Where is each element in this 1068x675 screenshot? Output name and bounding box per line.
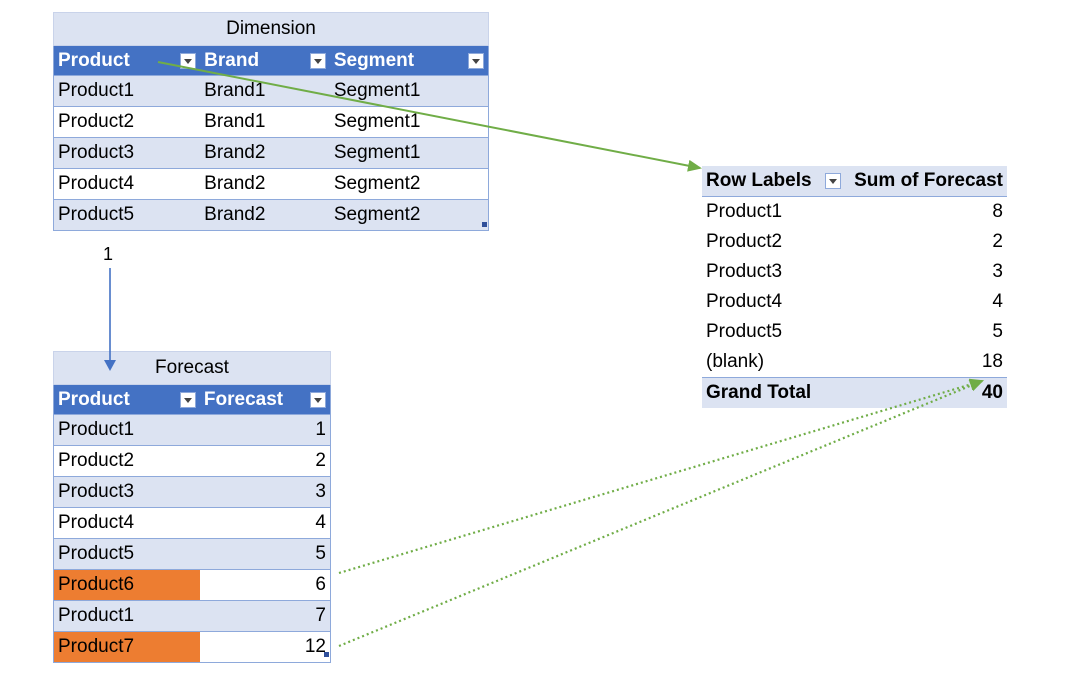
cell[interactable]: Product5 xyxy=(706,321,783,342)
pivot-table: Row Labels Sum of Forecast Product1 8 Pr… xyxy=(702,166,1007,408)
cell[interactable]: Brand2 xyxy=(200,199,330,231)
cell[interactable]: Product3 xyxy=(706,261,783,282)
dimension-header-segment[interactable]: Segment xyxy=(330,46,489,76)
table-row: Product5 5 xyxy=(53,538,331,570)
table-row: Product2 2 xyxy=(53,445,331,477)
pivot-row: Product2 2 xyxy=(702,227,1007,257)
filter-dropdown-icon[interactable] xyxy=(309,53,326,69)
cell[interactable]: 3 xyxy=(992,261,1003,282)
table-row: Product4 Brand2 Segment2 xyxy=(53,168,489,200)
pivot-header-row-labels[interactable]: Row Labels xyxy=(702,166,843,197)
dimension-header-brand[interactable]: Brand xyxy=(200,46,330,76)
table-resize-handle[interactable] xyxy=(482,222,487,227)
cell[interactable]: Segment2 xyxy=(329,199,489,231)
cell[interactable]: Product4 xyxy=(53,168,201,200)
forecast-title: Forecast xyxy=(53,351,331,385)
filter-dropdown-icon[interactable] xyxy=(310,392,326,408)
cell[interactable]: 1 xyxy=(199,414,331,446)
filter-dropdown-icon[interactable] xyxy=(825,173,841,189)
forecast-header-product[interactable]: Product xyxy=(54,385,200,415)
cell[interactable]: 4 xyxy=(992,291,1003,312)
table-row: Product4 4 xyxy=(53,507,331,539)
cell[interactable]: 8 xyxy=(992,201,1003,222)
product7-to-blank-arrow xyxy=(338,379,984,648)
cell[interactable]: 6 xyxy=(199,569,331,601)
pivot-row-blank: (blank) 18 xyxy=(702,347,1007,378)
cell-unmatched[interactable]: Product7 xyxy=(53,631,200,663)
cell[interactable]: Product3 xyxy=(53,137,201,169)
cell[interactable]: Brand1 xyxy=(200,106,330,138)
pivot-row: Product5 5 xyxy=(702,317,1007,347)
relationship-one-label: 1 xyxy=(103,244,114,264)
dimension-title: Dimension xyxy=(53,12,489,46)
forecast-header-forecast[interactable]: Forecast xyxy=(200,385,331,415)
table-resize-handle[interactable] xyxy=(324,652,329,657)
table-row: Product3 Brand2 Segment1 xyxy=(53,137,489,169)
cell[interactable]: (blank) xyxy=(706,351,765,372)
cell[interactable]: 18 xyxy=(981,351,1003,372)
table-row: Product5 Brand2 Segment2 xyxy=(53,199,489,231)
cell[interactable]: Product5 xyxy=(53,199,201,231)
table-row: Product3 3 xyxy=(53,476,331,508)
cell[interactable]: 7 xyxy=(199,600,331,632)
cell[interactable]: Brand2 xyxy=(200,168,330,200)
cell[interactable]: Brand2 xyxy=(200,137,330,169)
forecast-table: Forecast Product Forecast Product1 1 Pro… xyxy=(53,351,331,663)
cell[interactable]: 5 xyxy=(199,538,331,570)
cell[interactable]: Product5 xyxy=(53,538,200,570)
cell[interactable]: 4 xyxy=(199,507,331,539)
cell[interactable]: Product2 xyxy=(53,445,200,477)
table-row-unmatched: Product7 12 xyxy=(53,631,331,663)
cell[interactable]: Product1 xyxy=(53,414,200,446)
cell[interactable]: Product1 xyxy=(53,75,201,107)
cell[interactable]: Product1 xyxy=(53,600,200,632)
table-row: Product1 7 xyxy=(53,600,331,632)
cell[interactable]: 12 xyxy=(199,631,331,663)
filter-dropdown-icon[interactable] xyxy=(468,53,484,69)
cell[interactable]: Segment1 xyxy=(329,137,489,169)
pivot-row: Product1 8 xyxy=(702,197,1007,228)
cell[interactable]: 3 xyxy=(199,476,331,508)
pivot-row: Product4 4 xyxy=(702,287,1007,317)
cell[interactable]: Product4 xyxy=(706,291,783,312)
table-row-unmatched: Product6 6 xyxy=(53,569,331,601)
cell-unmatched[interactable]: Product6 xyxy=(53,569,200,601)
pivot-header-sum[interactable]: Sum of Forecast xyxy=(843,166,1007,197)
cell[interactable]: Product2 xyxy=(53,106,201,138)
cell[interactable]: 5 xyxy=(992,321,1003,342)
pivot-row: Product3 3 xyxy=(702,257,1007,287)
cell[interactable]: Product3 xyxy=(53,476,200,508)
product6-to-blank-arrow xyxy=(338,378,984,575)
cell[interactable]: 2 xyxy=(992,231,1003,252)
grand-total-label[interactable]: Grand Total xyxy=(702,377,843,408)
table-row: Product2 Brand1 Segment1 xyxy=(53,106,489,138)
cell[interactable]: 2 xyxy=(199,445,331,477)
relationship-arrowhead xyxy=(104,360,116,371)
cell[interactable]: Product4 xyxy=(53,507,200,539)
dimension-to-pivot-arrow xyxy=(157,61,702,172)
filter-dropdown-icon[interactable] xyxy=(179,392,196,408)
cell[interactable]: Segment2 xyxy=(329,168,489,200)
cell[interactable]: Product2 xyxy=(706,231,783,252)
table-row: Product1 1 xyxy=(53,414,331,446)
cell[interactable]: Product1 xyxy=(706,201,783,222)
